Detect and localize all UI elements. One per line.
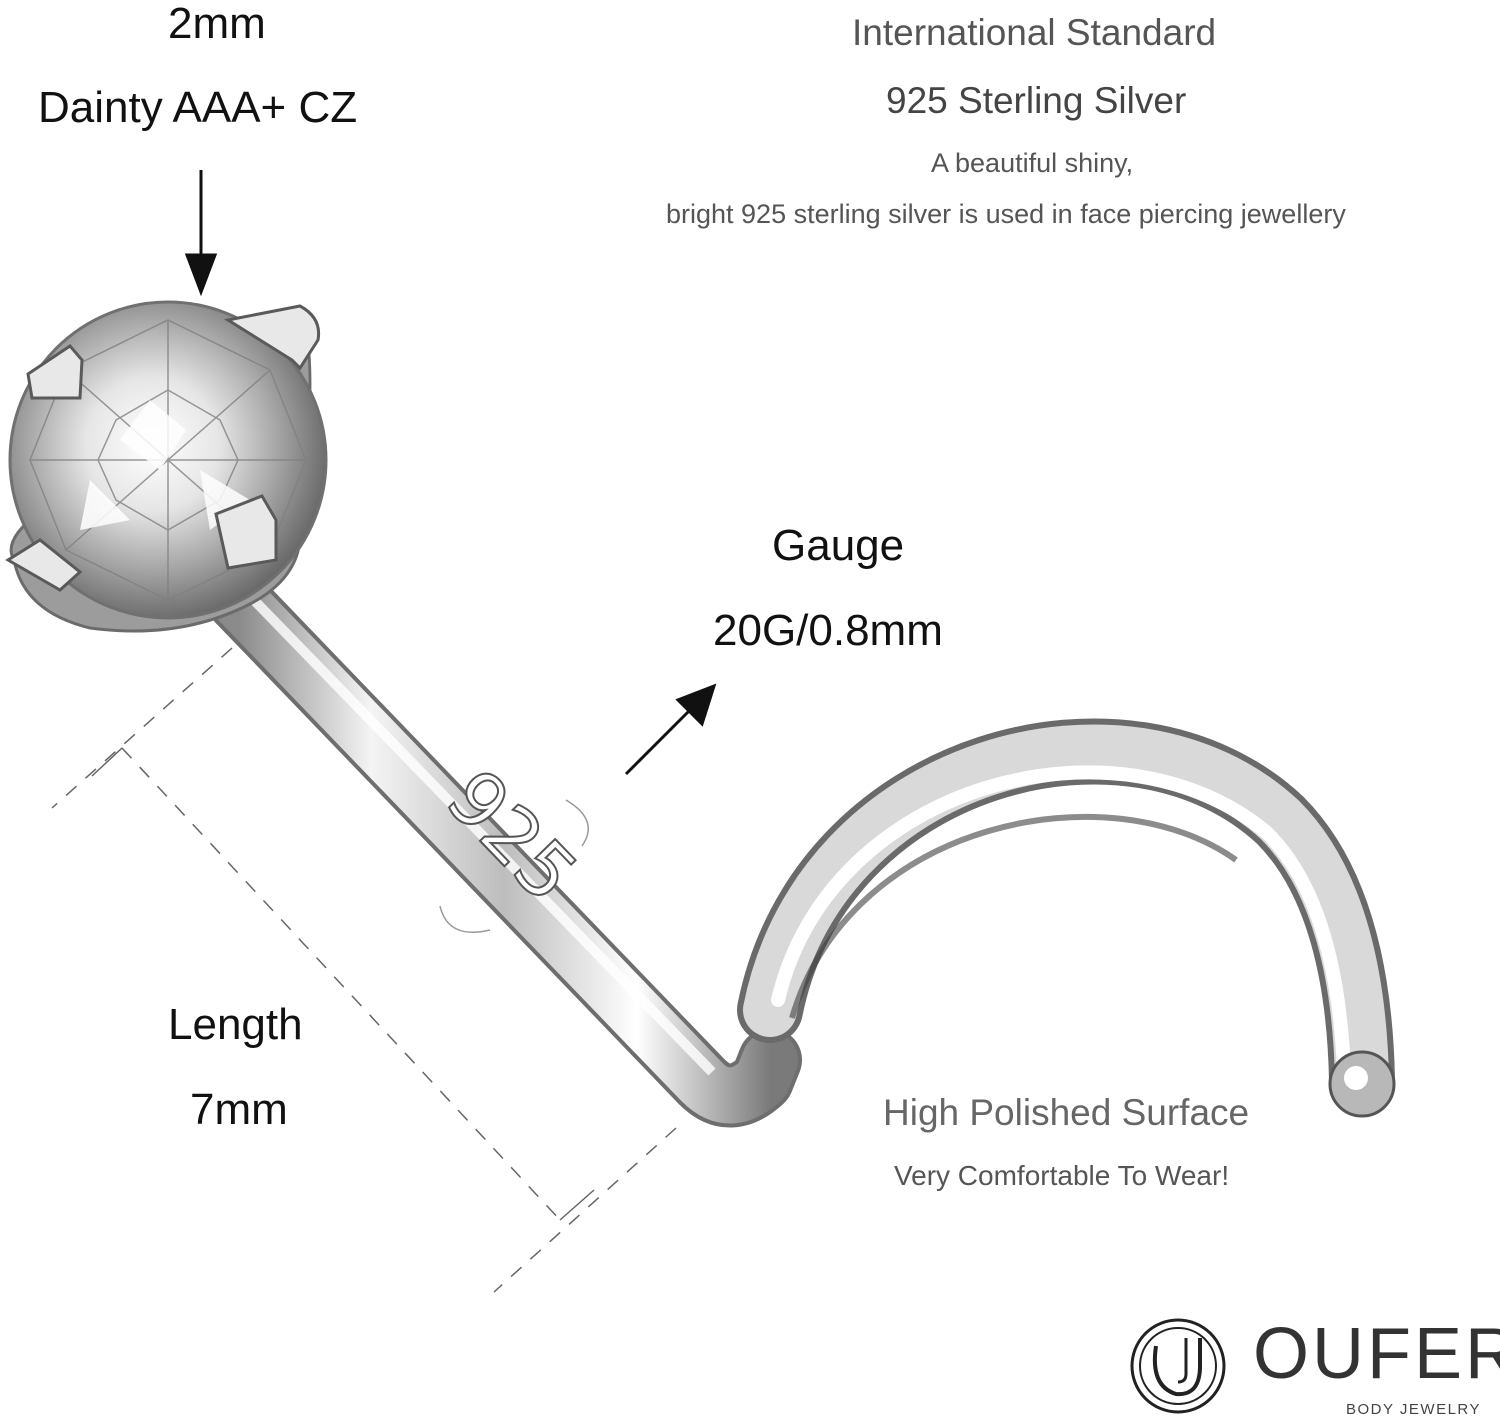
stamp-highlight-lines (439, 799, 589, 934)
stone-size-label: 2mm (168, 0, 266, 48)
gauge-label: Gauge (772, 521, 905, 570)
gauge-arrow (624, 683, 717, 776)
gauge-value: 20G/0.8mm (713, 606, 943, 655)
stone-type-label: Dainty AAA+ CZ (38, 83, 358, 132)
material-description-line1: A beautiful shiny, (931, 148, 1134, 178)
material-label: 925 Sterling Silver (886, 80, 1187, 121)
material-description-line2: bright 925 sterling silver is used in fa… (666, 199, 1346, 229)
brand-logo-icon (1130, 1318, 1226, 1414)
surface-description: Very Comfortable To Wear! (894, 1160, 1230, 1191)
length-value: 7mm (190, 1085, 288, 1134)
prong-claws (5, 304, 321, 592)
brand-name: OUFER (1253, 1314, 1500, 1394)
brand-tagline: BODY JEWELRY (1346, 1401, 1481, 1418)
length-dimension-ticks (91, 747, 595, 1221)
stone-arrow (184, 170, 218, 297)
standard-title: International Standard (852, 12, 1217, 53)
stem (206, 568, 802, 1128)
svg-text:925: 925 (430, 753, 595, 919)
stamp-925: 925 (429, 752, 596, 920)
length-dimension-lines (51, 647, 677, 1293)
screw-curve (737, 718, 1396, 1118)
surface-title: High Polished Surface (883, 1092, 1250, 1133)
length-label: Length (168, 1000, 303, 1049)
